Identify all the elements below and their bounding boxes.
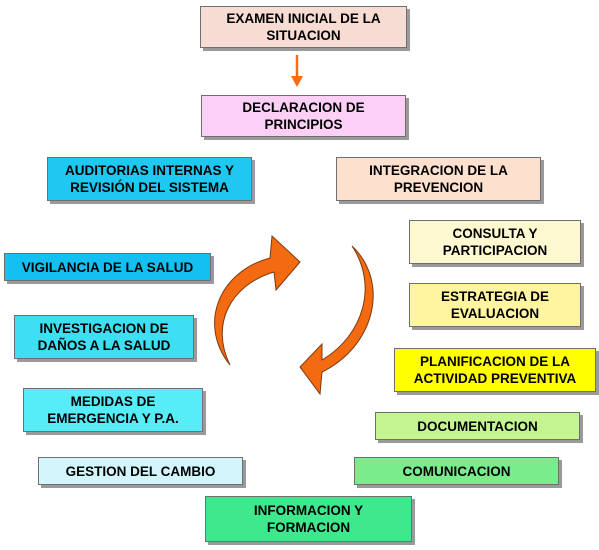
down-arrow-head [291, 76, 303, 87]
box-comunicacion: COMUNICACION [354, 457, 559, 485]
box-consulta-participacion: CONSULTA Y PARTICIPACION [409, 220, 581, 264]
box-examen-inicial: EXAMEN INICIAL DE LA SITUACION [200, 6, 407, 48]
cycle-arrow-upper [214, 234, 301, 366]
cycle-arrow-lower [299, 245, 374, 396]
box-integracion-prevencion: INTEGRACION DE LA PREVENCION [336, 157, 541, 201]
box-planificacion-actividad: PLANIFICACION DE LA ACTIVIDAD PREVENTIVA [394, 348, 596, 392]
box-informacion-formacion: INFORMACION Y FORMACION [205, 496, 412, 542]
box-medidas-emergencia: MEDIDAS DE EMERGENCIA Y P.A. [23, 388, 203, 432]
box-declaracion-principios: DECLARACION DE PRINCIPIOS [201, 95, 406, 137]
box-investigacion-danos: INVESTIGACION DE DAÑOS A LA SALUD [14, 315, 194, 359]
box-gestion-cambio: GESTION DEL CAMBIO [38, 457, 243, 485]
box-auditorias-internas: AUDITORIAS INTERNAS Y REVISIÓN DEL SISTE… [47, 157, 252, 201]
box-vigilancia-salud: VIGILANCIA DE LA SALUD [4, 253, 211, 281]
cycle-arrows-icon [214, 234, 374, 396]
box-documentacion: DOCUMENTACION [375, 412, 580, 440]
box-estrategia-evaluacion: ESTRATEGIA DE EVALUACION [409, 283, 581, 327]
